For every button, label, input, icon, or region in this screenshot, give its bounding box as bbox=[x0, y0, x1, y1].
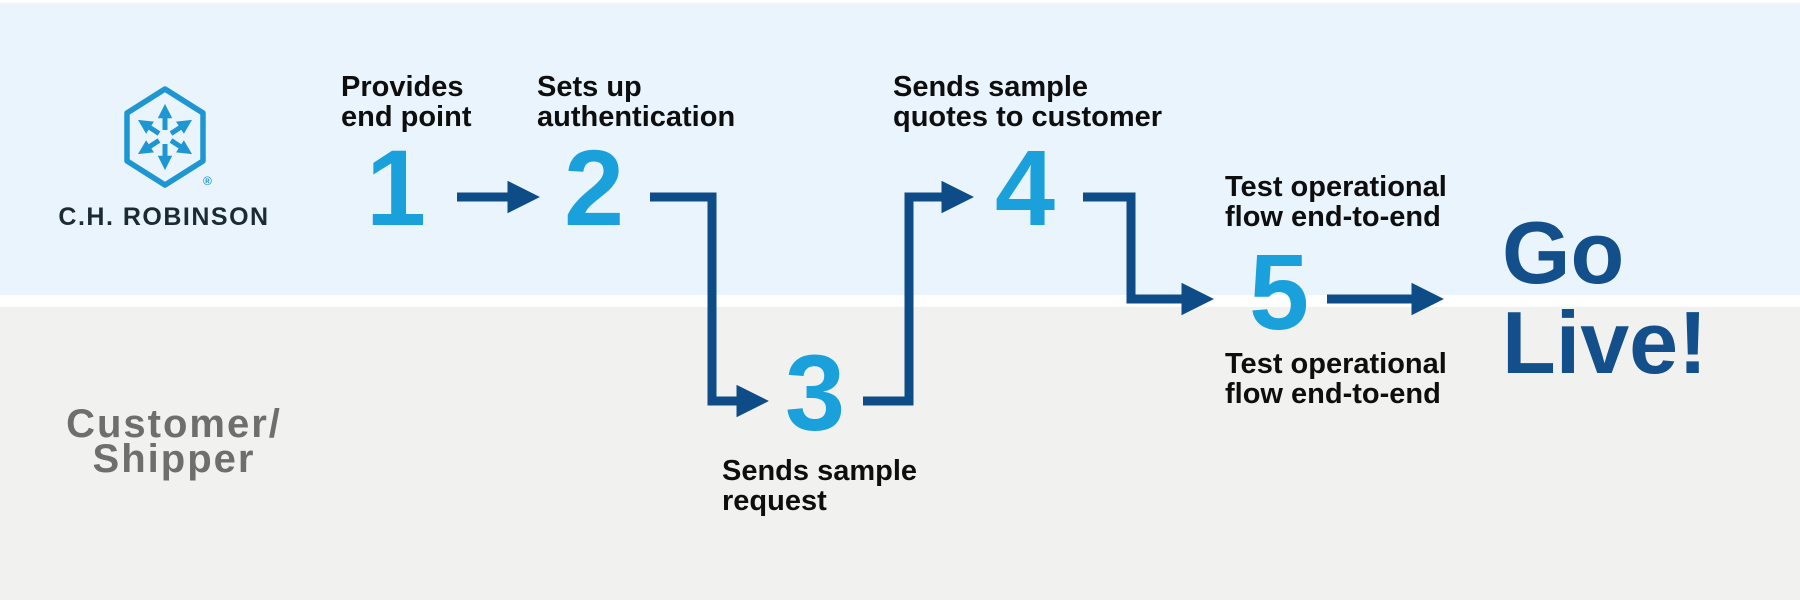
step-2-label: Sets up authentication bbox=[537, 72, 735, 132]
customer-shipper-line1: Customer/ bbox=[66, 402, 282, 446]
step-2-label-line2: authentication bbox=[537, 101, 736, 133]
step-1-label-line2: end point bbox=[341, 101, 472, 133]
arrow-step2-to-step3 bbox=[650, 192, 769, 418]
step-2-number: 2 bbox=[563, 127, 625, 248]
step-2-label-line1: Sets up bbox=[537, 71, 642, 103]
step-1-label: Provides end point bbox=[341, 72, 471, 132]
brand-wordmark: C.H. ROBINSON bbox=[58, 203, 270, 231]
arrow-step3-to-step4 bbox=[863, 180, 974, 406]
step-4-label-line1: Sends sample bbox=[893, 71, 1089, 103]
go-live-line2: Live! bbox=[1502, 293, 1708, 392]
arrow-step4-to-step5 bbox=[1083, 192, 1214, 316]
customer-shipper-lane bbox=[0, 307, 1800, 600]
registered-trademark-mark: ® bbox=[203, 174, 212, 188]
step-5-label-bottom-line1: Test operational bbox=[1225, 348, 1447, 380]
step-1-label-line1: Provides bbox=[341, 71, 464, 103]
step-3-label: Sends sample request bbox=[722, 456, 917, 516]
customer-shipper-line2: Shipper bbox=[92, 437, 256, 481]
chrobinson-lane bbox=[0, 3, 1800, 295]
chr-logo-hexagon-arrows-icon bbox=[122, 86, 208, 188]
step-3-label-line1: Sends sample bbox=[722, 455, 918, 487]
step-5-label-bottom: Test operational flow end-to-end bbox=[1225, 349, 1447, 409]
step-5-number: 5 bbox=[1248, 231, 1310, 352]
step-3-label-line2: request bbox=[722, 485, 827, 517]
step-4-number: 4 bbox=[994, 127, 1056, 248]
step-4-label: Sends sample quotes to customer bbox=[893, 72, 1162, 132]
step-4-label-line2: quotes to customer bbox=[893, 101, 1163, 133]
go-live-text: Go Live! bbox=[1502, 208, 1707, 388]
step-3-number: 3 bbox=[784, 332, 846, 453]
step-5-label-top: Test operational flow end-to-end bbox=[1225, 172, 1447, 232]
customer-shipper-lane-label: Customer/ Shipper bbox=[24, 402, 324, 481]
step-5-label-bottom-line2: flow end-to-end bbox=[1225, 378, 1441, 410]
go-live-line1: Go bbox=[1502, 203, 1625, 302]
step-1-number: 1 bbox=[365, 127, 427, 248]
step-5-label-top-line2: flow end-to-end bbox=[1225, 201, 1441, 233]
step-5-label-top-line1: Test operational bbox=[1225, 171, 1447, 203]
